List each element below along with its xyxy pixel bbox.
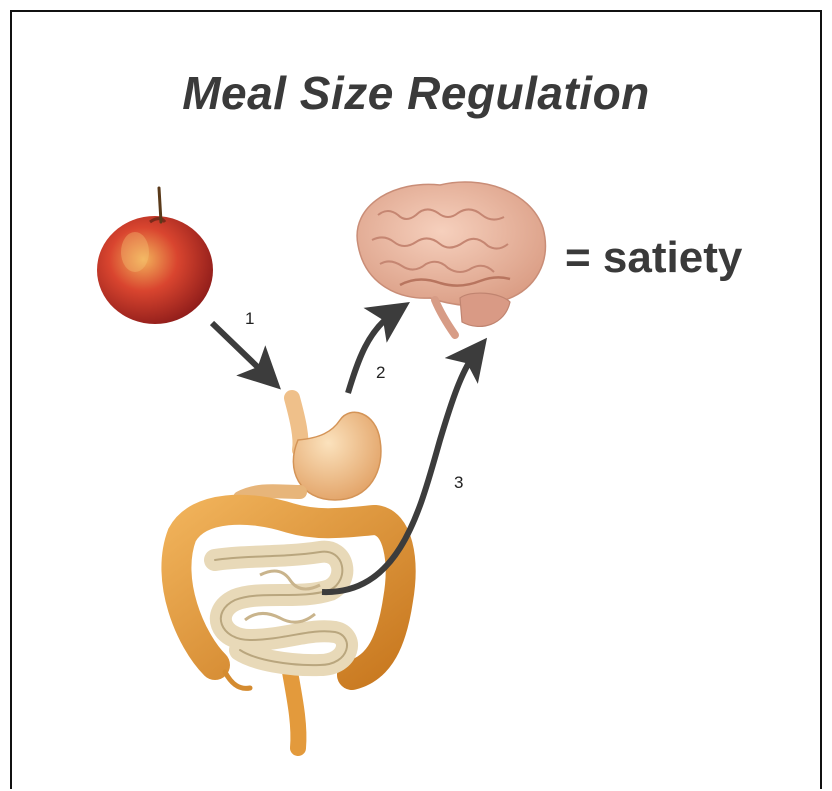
step-label-2: 2: [376, 363, 385, 383]
arrow-1: [212, 323, 268, 377]
brain-icon: [357, 182, 545, 335]
step-label-3: 3: [454, 473, 463, 493]
arrow-2: [348, 312, 395, 393]
intestines-icon: [176, 398, 400, 748]
step-label-1: 1: [245, 309, 254, 329]
apple-icon: [97, 188, 213, 324]
